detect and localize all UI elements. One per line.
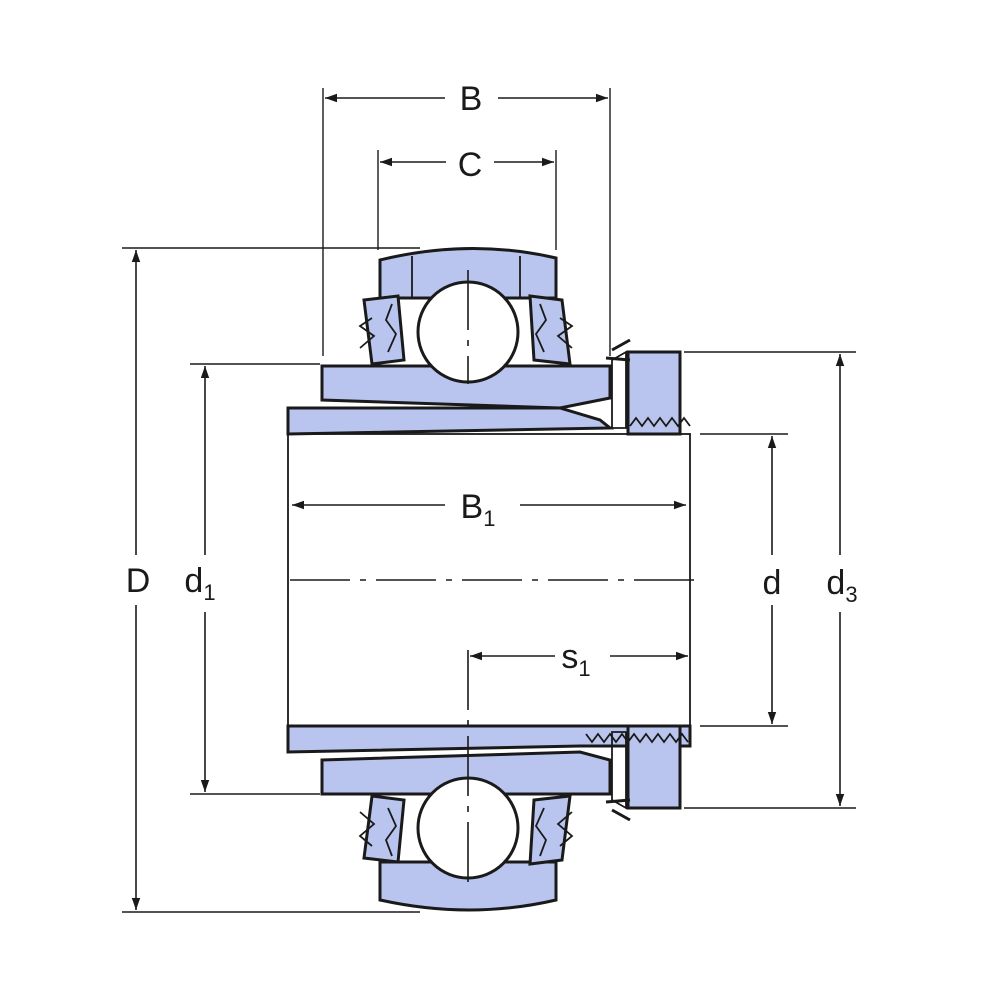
outer-ring-bottom — [378, 860, 558, 912]
seal-left-bottom — [358, 794, 406, 864]
label-d1: d1 — [184, 562, 215, 605]
seal-left-top — [358, 294, 406, 366]
seal-right-top — [528, 294, 574, 366]
inner-ring-top — [320, 364, 612, 410]
inner-sleeve — [286, 406, 692, 754]
label-s1: s1 — [561, 638, 590, 681]
lock-nut-top — [605, 338, 691, 436]
inner-ring-bottom — [320, 750, 612, 796]
seal-right-bottom — [528, 794, 574, 866]
label-c: C — [458, 146, 483, 184]
lock-nut-bottom — [585, 724, 689, 822]
label-d3: d3 — [826, 564, 857, 607]
extension-lines — [122, 88, 856, 913]
label-d-outer: D — [126, 562, 151, 600]
label-b: B — [460, 80, 483, 118]
label-b1: B1 — [461, 488, 496, 531]
label-d-bore: d — [763, 564, 782, 602]
